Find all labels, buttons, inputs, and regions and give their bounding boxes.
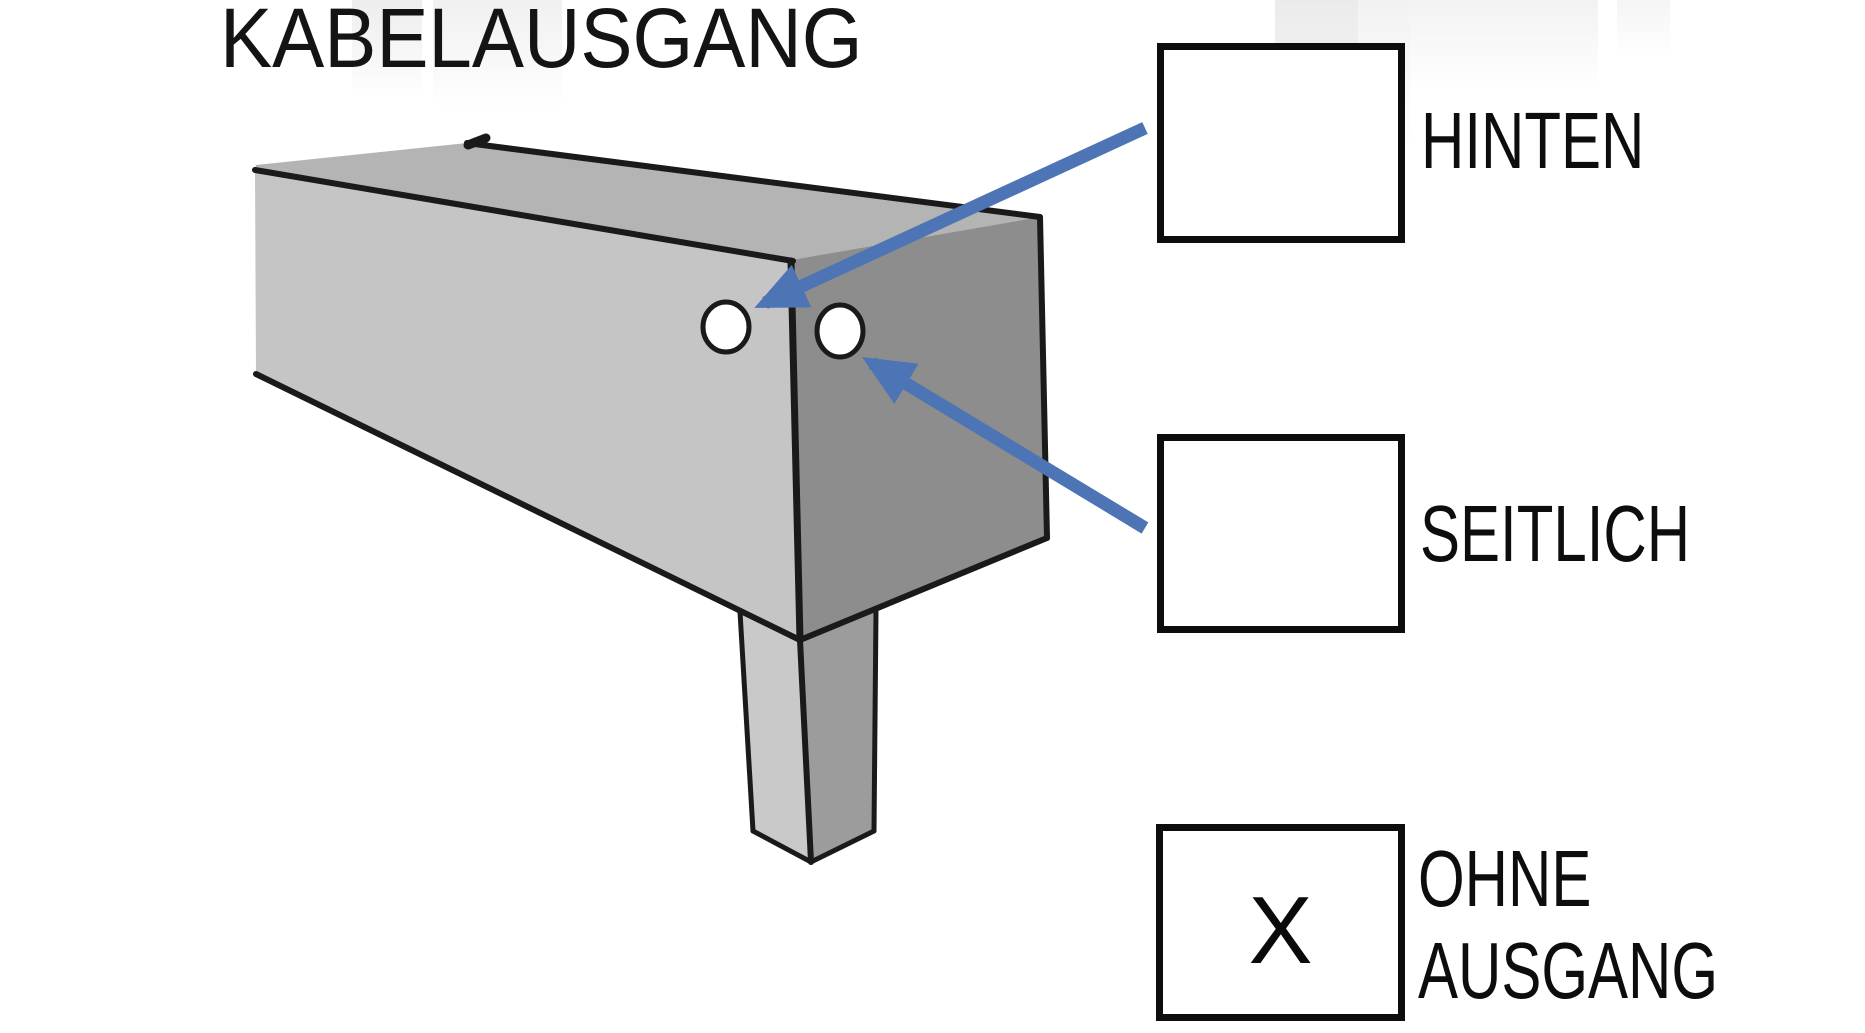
label-seitlich: SEITLICH: [1420, 489, 1691, 578]
checkbox-seitlich[interactable]: [1157, 434, 1405, 633]
arrow-to-back-hole: [754, 122, 1148, 309]
beam-front-face: [255, 170, 800, 640]
leg-side-face: [800, 610, 876, 862]
label-hinten: HINTEN: [1421, 96, 1645, 185]
beam-top-face: [255, 143, 1040, 260]
page-title: KABELAUSGANG: [220, 0, 863, 85]
beam-outlines: [252, 133, 1050, 865]
cable-hole-side: [814, 302, 866, 360]
leg-front-face: [740, 612, 811, 862]
checkbox-ohne-ausgang-mark: X: [1248, 876, 1313, 984]
checkbox-hinten[interactable]: [1157, 43, 1405, 243]
checkbox-ohne-ausgang[interactable]: X: [1156, 824, 1405, 1021]
label-ohne-ausgang: OHNE AUSGANG: [1418, 834, 1719, 1015]
arrow-to-side-hole: [861, 356, 1149, 534]
cable-hole-back: [700, 299, 752, 355]
